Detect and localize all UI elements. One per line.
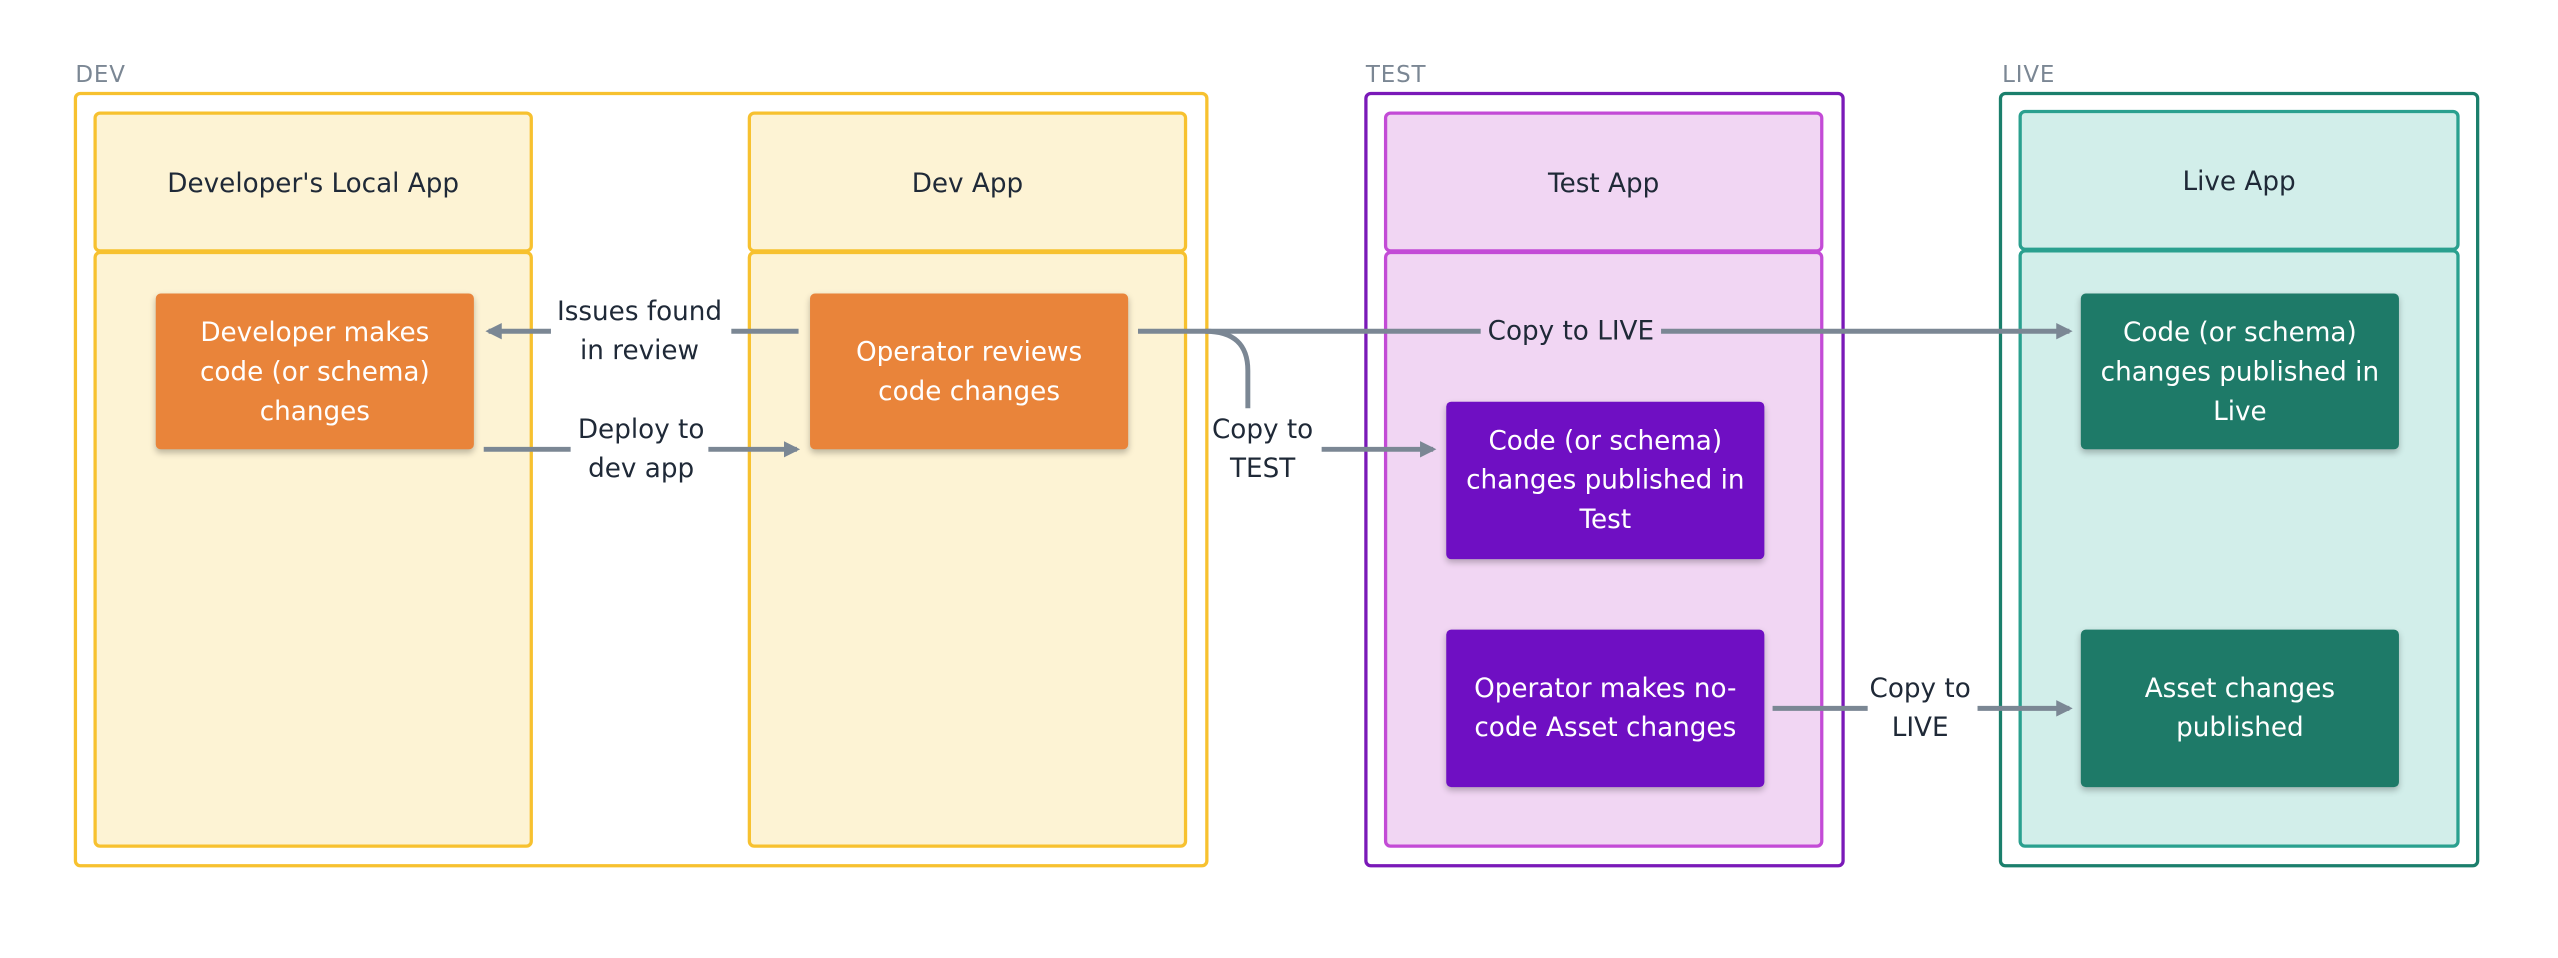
app-header-local: Developer's Local App: [93, 111, 533, 253]
env-frame-dev: [73, 91, 1209, 868]
edge-label-copy-live-asset: Copy to LIVE: [1869, 672, 1971, 743]
arrow-copy-test-branch: [1205, 328, 1251, 409]
node-developer-changes: Developer makes code (or schema) changes: [155, 293, 474, 450]
env-label-live: LIVE: [2002, 62, 2056, 89]
node-operator-asset-changes: Operator makes no- code Asset changes: [1446, 629, 1765, 788]
app-header-dev: Dev App: [747, 111, 1188, 253]
env-frame-live: [1998, 91, 2480, 868]
node-operator-reviews: Operator reviews code changes: [810, 293, 1129, 450]
edge-label-copy-live-code: Copy to LIVE: [1480, 311, 1662, 351]
node-asset-published: Asset changes published: [2080, 629, 2399, 788]
node-code-published-test: Code (or schema) changes published in Te…: [1446, 401, 1765, 560]
edge-label-issues-found: Issues found in review: [556, 295, 723, 366]
node-code-published-live: Code (or schema) changes published in Li…: [2080, 293, 2399, 450]
edge-label-deploy-dev: Deploy to dev app: [577, 413, 705, 484]
env-frame-test: [1364, 91, 1845, 868]
env-label-test: TEST: [1365, 62, 1427, 89]
env-label-dev: DEV: [75, 62, 126, 89]
edge-label-copy-test: Copy to TEST: [1211, 413, 1314, 484]
app-header-test: Test App: [1383, 111, 1824, 253]
app-header-live: Live App: [2018, 109, 2460, 251]
